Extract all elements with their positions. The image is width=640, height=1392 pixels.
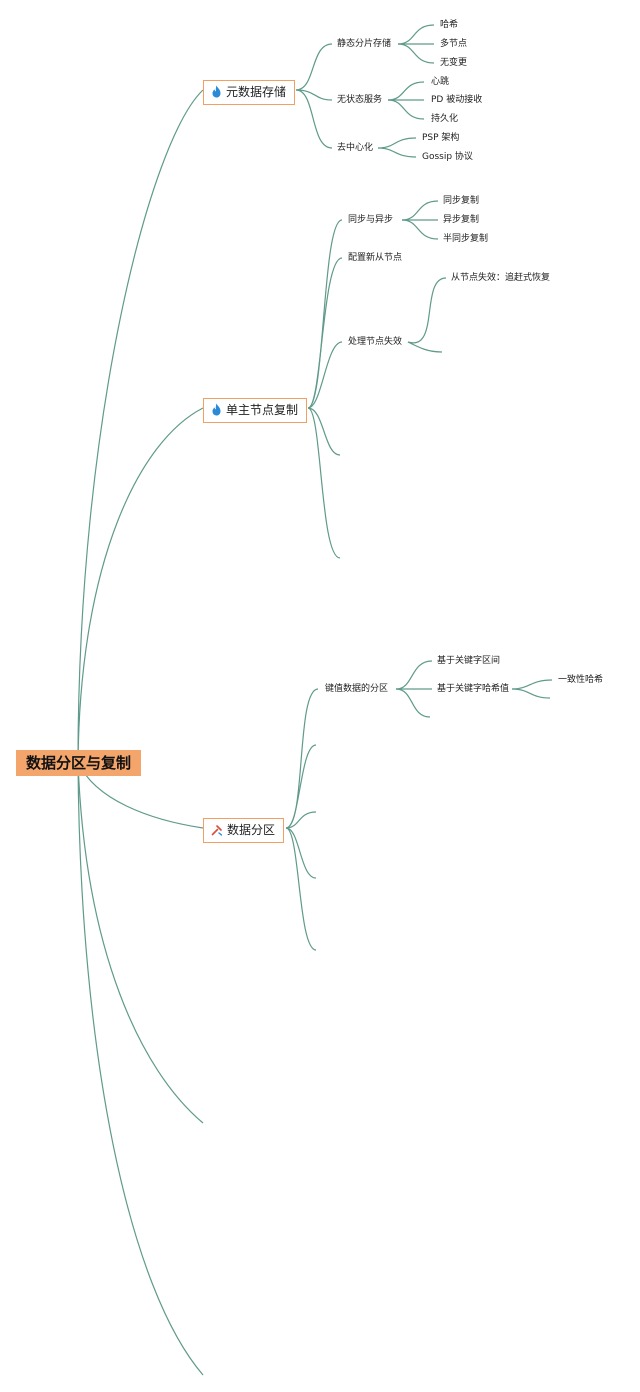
- edge-part-empty-4: [285, 827, 317, 951]
- edge-part-empty-3: [285, 827, 317, 879]
- node-sync-replication[interactable]: 同步复制: [443, 196, 480, 206]
- node-hash[interactable]: 哈希: [440, 20, 459, 30]
- node-static-shard-storage[interactable]: 静态分片存储: [337, 39, 392, 49]
- node-follower-failure-catchup[interactable]: 从节点失效：追赶式恢复: [451, 273, 551, 283]
- edge-meta-decentral: [295, 89, 333, 149]
- node-sync-async[interactable]: 同步与异步: [348, 215, 394, 225]
- edge-sl-failure: [307, 341, 343, 409]
- edge-sync-sync: [401, 200, 439, 221]
- edge-root-single-leader: [77, 407, 204, 763]
- tool-icon: [211, 824, 223, 840]
- fire-icon: [211, 85, 222, 102]
- branch-single-leader-replication[interactable]: 单主节点复制: [203, 398, 308, 423]
- edge-sl-newfollower: [307, 257, 343, 409]
- edge-root-empty-1: [77, 761, 204, 1124]
- edge-decentral-gossip: [377, 147, 417, 158]
- edge-meta-stateless: [295, 89, 333, 101]
- root-node[interactable]: 数据分区与复制: [16, 750, 142, 776]
- edge-hash-consistent: [511, 679, 553, 690]
- branch-label: 数据分区: [227, 823, 276, 837]
- edge-hash-empty: [511, 688, 551, 699]
- node-no-change[interactable]: 无变更: [440, 58, 468, 68]
- edge-sl-empty-1: [307, 407, 341, 456]
- edge-group: [77, 24, 553, 1376]
- edge-kv-empty: [395, 688, 431, 718]
- node-pd-passive[interactable]: PD 被动接收: [431, 95, 483, 105]
- branch-metadata-storage[interactable]: 元数据存储: [203, 80, 296, 105]
- edge-static-nochange: [397, 43, 435, 64]
- node-persistence[interactable]: 持久化: [431, 114, 459, 124]
- node-gossip[interactable]: Gossip 协议: [422, 152, 473, 162]
- edge-failure-empty: [407, 341, 443, 353]
- edge-meta-static: [295, 43, 333, 91]
- branch-label: 元数据存储: [226, 85, 287, 99]
- edge-root-metadata: [77, 89, 204, 763]
- node-async-replication[interactable]: 异步复制: [443, 215, 480, 225]
- edge-stateless-persist: [387, 99, 425, 120]
- node-consistent-hashing[interactable]: 一致性哈希: [558, 675, 604, 685]
- node-kv-partition[interactable]: 键值数据的分区: [325, 684, 389, 694]
- node-multi-node[interactable]: 多节点: [440, 39, 468, 49]
- node-stateless-service[interactable]: 无状态服务: [337, 95, 383, 105]
- edge-root-empty-2: [77, 761, 204, 1376]
- edge-stateless-heartbeat: [387, 81, 425, 101]
- edge-part-empty-2: [285, 811, 317, 829]
- edge-sl-empty-2: [307, 407, 341, 559]
- node-config-new-follower[interactable]: 配置新从节点: [348, 253, 403, 263]
- node-key-range[interactable]: 基于关键字区间: [437, 656, 501, 666]
- node-handle-node-failure[interactable]: 处理节点失效: [348, 337, 403, 347]
- edge-sync-semi: [401, 219, 439, 240]
- node-semi-sync-replication[interactable]: 半同步复制: [443, 234, 489, 244]
- edge-part-kv: [285, 688, 319, 829]
- edge-decentral-psp: [377, 137, 417, 149]
- edge-static-hash: [397, 24, 435, 45]
- edge-failure-follower: [407, 277, 447, 344]
- edge-part-empty-1: [285, 744, 317, 829]
- edge-kv-range: [395, 660, 433, 690]
- node-key-hash[interactable]: 基于关键字哈希值: [437, 684, 510, 694]
- branch-data-partitioning[interactable]: 数据分区: [203, 818, 285, 843]
- node-heartbeat[interactable]: 心跳: [431, 77, 450, 87]
- node-decentralized[interactable]: 去中心化: [337, 143, 374, 153]
- branch-label: 单主节点复制: [226, 403, 299, 417]
- fire-icon: [211, 403, 222, 420]
- root-label: 数据分区与复制: [26, 754, 132, 772]
- node-psp-arch[interactable]: PSP 架构: [422, 133, 460, 143]
